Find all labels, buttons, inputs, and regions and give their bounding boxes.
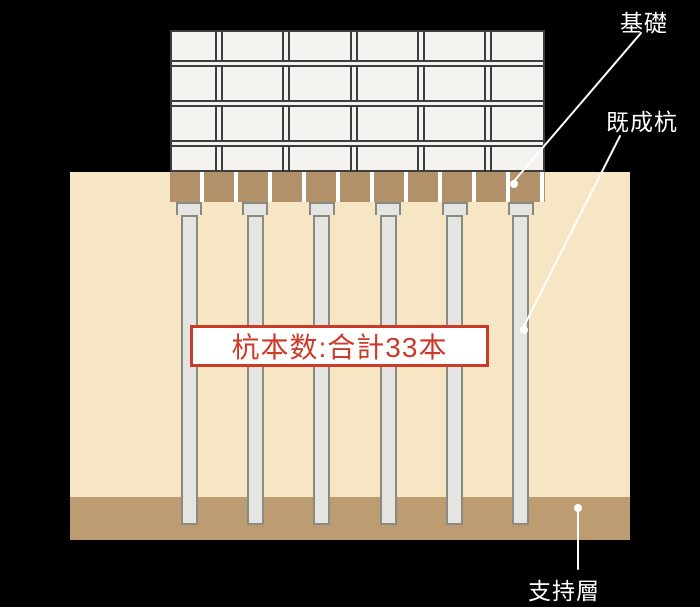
pile-shaft bbox=[246, 215, 264, 525]
pile-shaft bbox=[313, 215, 331, 525]
pile-count-text: 杭本数:合計33本 bbox=[231, 332, 448, 363]
pile-shaft bbox=[512, 215, 530, 525]
label-precast-pile: 既成杭 bbox=[606, 109, 678, 135]
pile-cap bbox=[242, 202, 269, 215]
pile-shaft bbox=[379, 215, 397, 525]
label-foundation: 基礎 bbox=[620, 10, 668, 36]
pile-cap bbox=[507, 202, 534, 215]
pile-count-box: 杭本数:合計33本 bbox=[190, 325, 489, 367]
pile-cap bbox=[176, 202, 202, 215]
foundation-band bbox=[170, 172, 545, 202]
support-layer-band bbox=[70, 497, 630, 540]
pile-cap bbox=[308, 202, 335, 215]
pile bbox=[507, 202, 534, 525]
pile-shaft bbox=[180, 215, 198, 525]
pile bbox=[441, 202, 468, 525]
label-support-layer: 支持層 bbox=[528, 578, 600, 604]
pile-shaft bbox=[446, 215, 464, 525]
building-floor-slab bbox=[172, 60, 543, 67]
pile-cap bbox=[375, 202, 402, 215]
pile-cap bbox=[441, 202, 468, 215]
building-floor-slab bbox=[172, 100, 543, 107]
building bbox=[170, 30, 545, 172]
pile bbox=[176, 202, 202, 525]
pile bbox=[375, 202, 402, 525]
pile bbox=[308, 202, 335, 525]
building-floor-slab bbox=[172, 140, 543, 147]
pile bbox=[242, 202, 269, 525]
